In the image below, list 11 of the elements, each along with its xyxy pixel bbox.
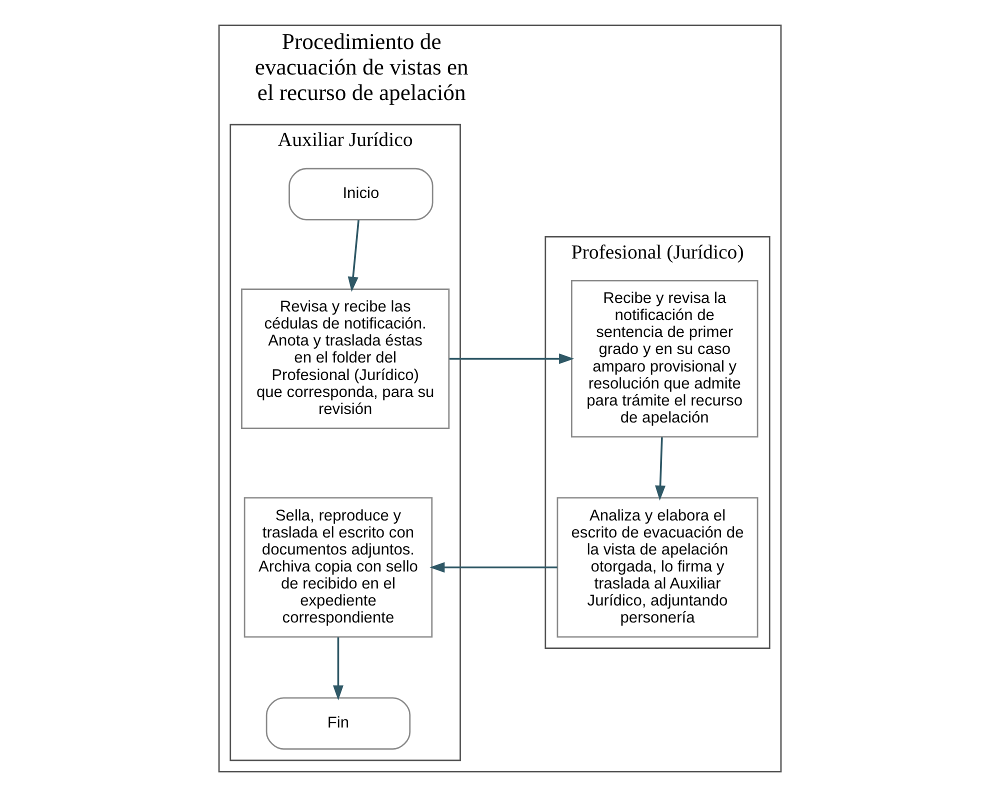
arrow [348, 220, 360, 292]
node-box: Revisa y recibe las cédulas de notificación. Anota y traslada éstas en el folder del Profesional (Jurídico) que corresponda, para su revisión [241, 288, 450, 429]
arrow [332, 637, 344, 700]
node-box: Fin [266, 697, 411, 750]
arrow [655, 437, 666, 501]
node-box: Analiza y elabora el escrito de evacuación de la vista de apelación otorgada, lo firma y traslada al Auxiliar Jurídico, adjuntando personería [556, 497, 758, 638]
arrow [449, 354, 574, 364]
node-box: Recibe y revisa la notificación de sentencia de primer grado y en su caso amparo provisional y resolución que admite para trámite el recurso de apelación [570, 280, 758, 438]
node-box: Sella, reproduce y traslada el escrito con documentos adjuntos. Archiva copia con sello de recibido en el expediente correspondiente [244, 497, 433, 638]
arrow [430, 562, 558, 573]
node-box: Inicio [288, 168, 434, 220]
